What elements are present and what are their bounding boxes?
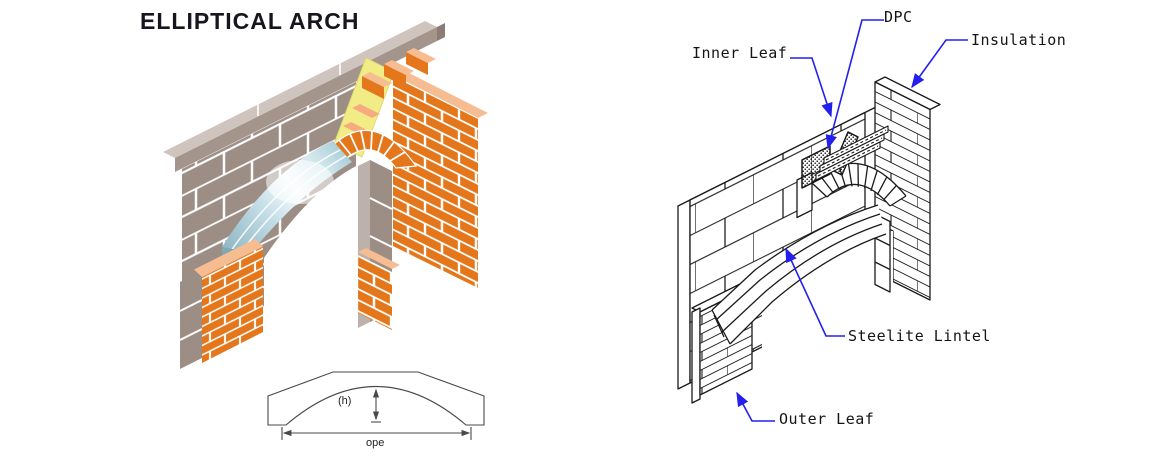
outer-leaf-label: Outer Leaf <box>779 410 875 428</box>
cad-wall-drawing <box>677 76 941 404</box>
arch-profile-diagram: (h) ope <box>267 371 485 449</box>
dpc-leader-arrow <box>825 19 884 150</box>
dpc-label: DPC <box>884 8 913 26</box>
stepped-bricks <box>343 48 436 136</box>
steelite-lintel-label: Steelite Lintel <box>848 327 991 345</box>
left-brick-pier <box>194 239 263 363</box>
page-title: ELLIPTICAL ARCH <box>140 8 360 34</box>
steel-lintel <box>222 141 352 267</box>
cad-insulation-boards <box>815 125 889 181</box>
outer-leaf-leader-arrow <box>736 391 775 422</box>
cad-steelite-lintel <box>711 204 887 345</box>
outer-leaf-brick-wall <box>393 70 488 288</box>
leader-lines <box>736 19 968 422</box>
right-brick-pier <box>358 248 400 330</box>
cad-arch-opening <box>762 230 893 348</box>
elliptical-arch-illustration <box>163 21 488 369</box>
insulation-leader-arrow <box>911 39 968 89</box>
height-dim-label: (h) <box>338 395 351 407</box>
arch-voussoir-fan <box>327 129 418 169</box>
insulation-label: Insulation <box>971 31 1067 49</box>
inner-leaf-leader-arrow <box>790 57 833 118</box>
inner-leaf-label: Inner Leaf <box>692 44 788 62</box>
steelite-leader-arrow <box>785 247 845 337</box>
arch-opening <box>264 165 358 352</box>
opening-dim-label: ope <box>366 437 384 449</box>
